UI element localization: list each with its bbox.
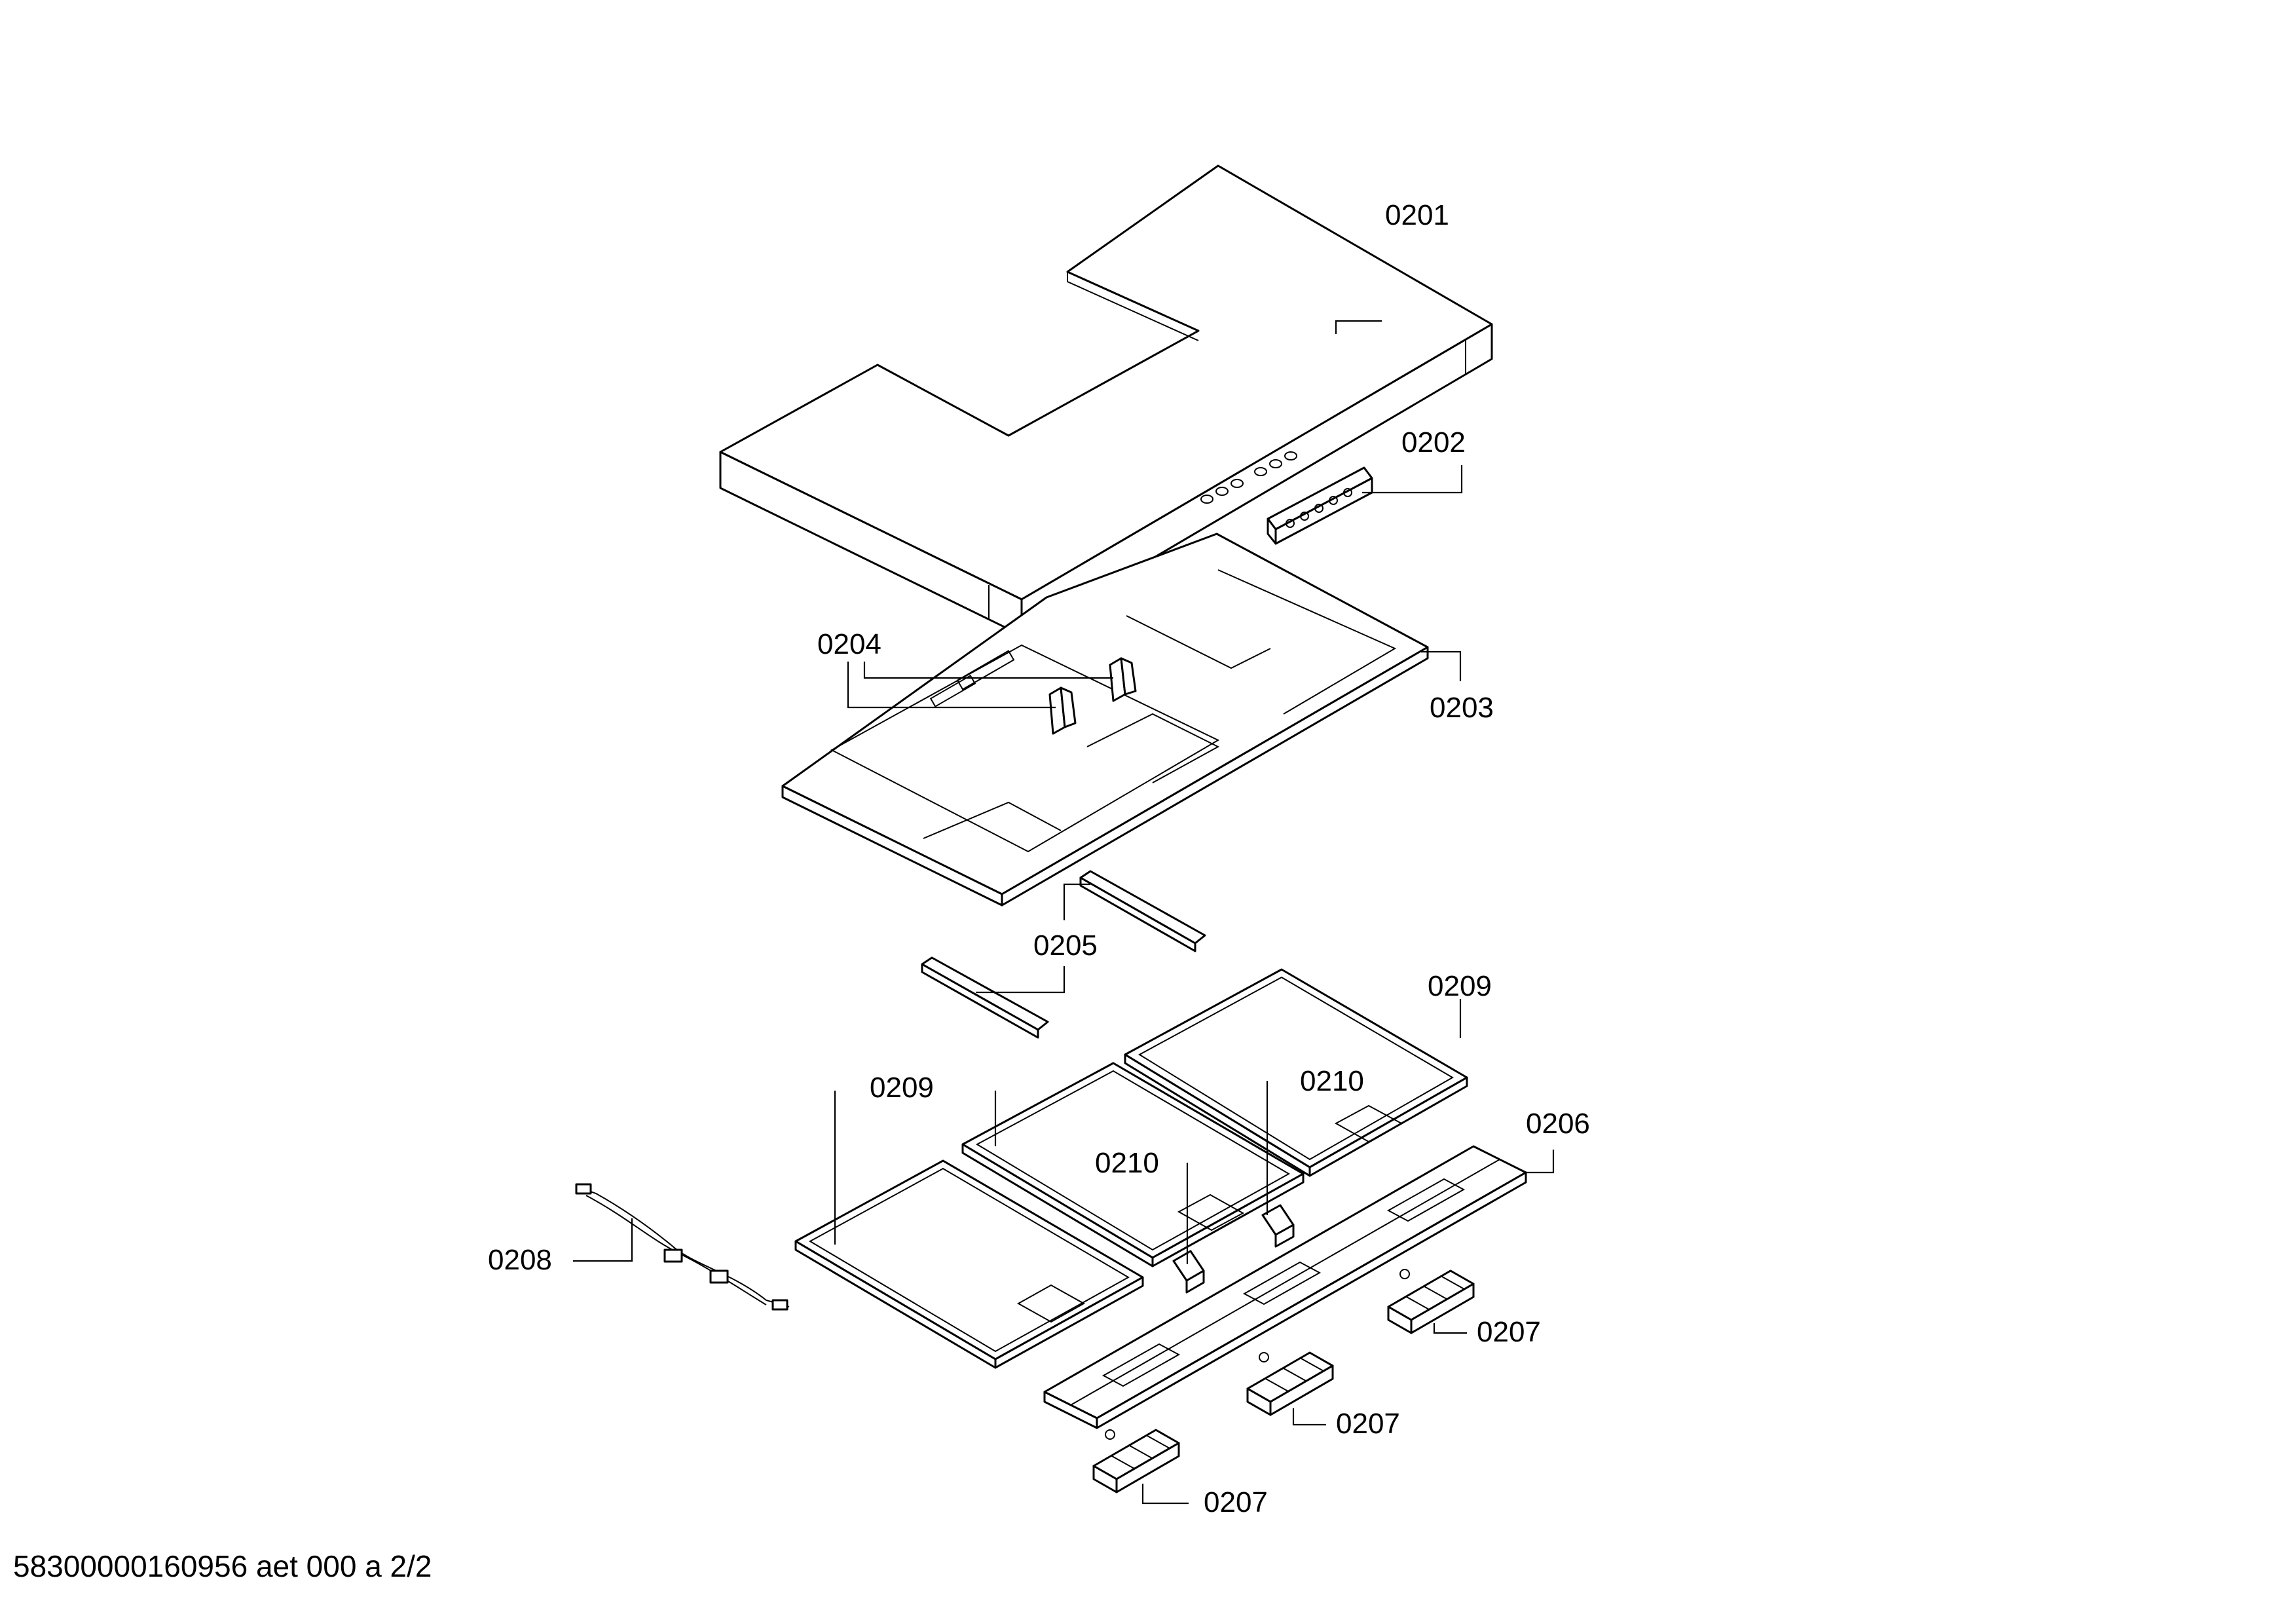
label-0203: 0203 bbox=[1430, 692, 1494, 724]
label-0207-right: 0207 bbox=[1477, 1316, 1541, 1348]
label-0208: 0208 bbox=[488, 1244, 552, 1276]
leader-0204-upper bbox=[863, 662, 1113, 679]
part-0207-lamp-right bbox=[1387, 1269, 1475, 1334]
part-0210-latch-right bbox=[1261, 1204, 1295, 1248]
leader-lines bbox=[573, 320, 1555, 1505]
label-0201: 0201 bbox=[1385, 199, 1449, 231]
leader-0205-upper bbox=[1063, 883, 1090, 920]
label-0205: 0205 bbox=[1033, 929, 1098, 962]
leader-0207-left bbox=[1141, 1484, 1189, 1505]
label-0209-right: 0209 bbox=[1428, 970, 1492, 1002]
leader-0207-middle bbox=[1292, 1408, 1326, 1426]
leader-0207-right bbox=[1433, 1323, 1467, 1334]
part-0202-control-panel bbox=[1267, 466, 1373, 545]
part-0204-clip-upper bbox=[1109, 657, 1137, 702]
leader-0204-lower bbox=[847, 662, 1056, 709]
part-0205-rail-upper bbox=[1079, 870, 1206, 952]
part-0207-lamp-left bbox=[1092, 1429, 1180, 1493]
part-0205-rail-lower bbox=[921, 956, 1049, 1039]
part-0209-filter-right bbox=[1124, 968, 1468, 1177]
label-0206: 0206 bbox=[1526, 1108, 1590, 1140]
label-0207-middle: 0207 bbox=[1336, 1408, 1400, 1440]
label-0202: 0202 bbox=[1401, 426, 1466, 459]
leader-0202 bbox=[1362, 465, 1463, 494]
control-knob-holes bbox=[1200, 451, 1297, 504]
part-0201-top-cover bbox=[719, 164, 1493, 637]
part-0209-filter-left bbox=[794, 1159, 1144, 1369]
label-0204: 0204 bbox=[817, 628, 881, 660]
label-0210-left: 0210 bbox=[1095, 1147, 1159, 1179]
part-0203-housing-tray bbox=[781, 533, 1429, 907]
leader-0206 bbox=[1526, 1150, 1555, 1174]
leader-0201 bbox=[1335, 320, 1382, 334]
part-0204-clip-lower bbox=[1048, 686, 1077, 735]
part-0208-cable-harness bbox=[575, 1183, 790, 1311]
part-0207-lamp-middle bbox=[1246, 1351, 1334, 1416]
label-0210-right: 0210 bbox=[1300, 1065, 1364, 1097]
part-0209-filter-middle bbox=[961, 1062, 1305, 1267]
part-0206-light-panel bbox=[1043, 1145, 1527, 1429]
leader-0203 bbox=[1421, 650, 1462, 681]
leader-0205-lower bbox=[976, 966, 1065, 994]
label-0207-left: 0207 bbox=[1204, 1486, 1268, 1518]
part-0210-latch-left bbox=[1172, 1250, 1205, 1294]
label-0209-left: 0209 bbox=[870, 1072, 934, 1104]
document-id-footer: 58300000160956 aet 000 a 2/2 bbox=[13, 1549, 432, 1583]
leader-0208 bbox=[573, 1218, 633, 1262]
